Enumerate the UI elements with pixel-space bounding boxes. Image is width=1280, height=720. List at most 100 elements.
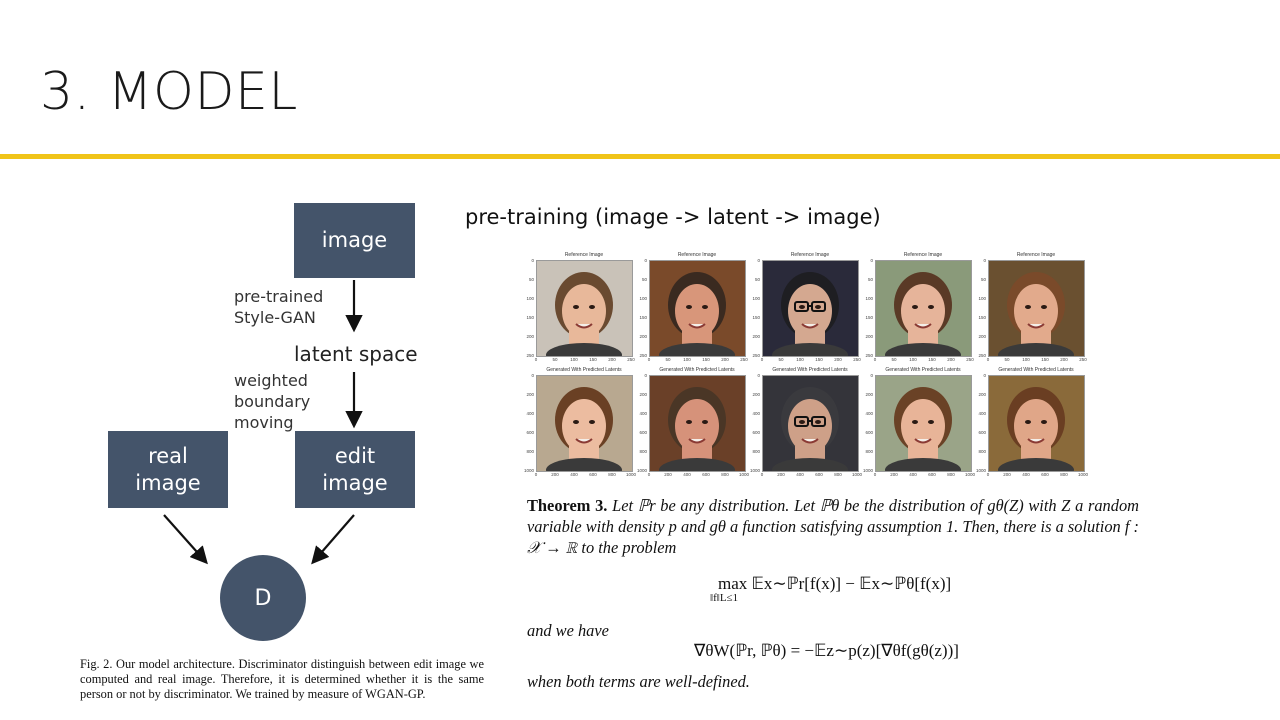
figure-caption: Fig. 2. Our model architecture. Discrimi… (80, 657, 484, 701)
reference-face-caption: Reference Image (790, 252, 830, 258)
real-image-node-label: real image (135, 443, 201, 495)
face-head (562, 284, 606, 338)
x-tick-label: 150 (702, 357, 710, 362)
theorem-block: Theorem 3. Let ℙr be any distribution. L… (527, 495, 1139, 558)
y-tick-label: 400 (978, 411, 986, 416)
slide-title: 3. MODEL (40, 62, 298, 122)
face-left-eye (686, 305, 692, 309)
y-tick-label: 200 (752, 334, 760, 339)
face-right-eye (702, 420, 708, 424)
face-left-eye (1025, 305, 1031, 309)
equation-gradient: ∇θW(ℙr, ℙθ) = −𝔼z∼p(z)[∇θf(gθ(z))] (694, 641, 959, 660)
x-tick-label: 400 (1022, 472, 1030, 477)
y-tick-label: 200 (978, 334, 986, 339)
face-mouth (1027, 438, 1045, 444)
face-mouth (575, 438, 593, 444)
y-tick-label: 600 (978, 430, 986, 435)
real-image-node: real image (108, 431, 228, 508)
discriminator-node-label: D (254, 585, 272, 611)
x-tick-label: 600 (589, 472, 597, 477)
y-tick-label: 800 (639, 449, 647, 454)
x-tick-label: 0 (647, 472, 651, 477)
equation-max-constraint: ‖f‖L≤1 (710, 592, 739, 604)
y-tick-label: 600 (865, 430, 873, 435)
and-we-have-text: and we have (527, 621, 609, 640)
face-shoulders (998, 458, 1074, 471)
y-tick-label: 0 (983, 373, 986, 378)
y-tick-label: 0 (531, 373, 534, 378)
reference-face-caption: Reference Image (1016, 252, 1056, 258)
face-head (901, 399, 945, 453)
face-mouth (914, 438, 932, 444)
x-tick-label: 600 (1041, 472, 1049, 477)
x-tick-label: 200 (664, 472, 672, 477)
face-right-eye (589, 305, 595, 309)
y-tick-label: 200 (865, 392, 873, 397)
x-tick-label: 150 (815, 357, 823, 362)
x-tick-label: 150 (589, 357, 597, 362)
x-tick-label: 250 (740, 357, 748, 362)
y-tick-label: 0 (644, 373, 647, 378)
y-tick-label: 100 (639, 296, 647, 301)
face-shoulders (772, 343, 848, 356)
y-tick-label: 250 (526, 353, 534, 358)
face-mouth (1027, 323, 1045, 329)
y-tick-label: 800 (865, 449, 873, 454)
x-tick-label: 0 (986, 357, 990, 362)
face-shoulders (998, 343, 1074, 356)
face-head (675, 284, 719, 338)
x-tick-label: 0 (534, 472, 538, 477)
y-tick-label: 1000 (862, 468, 873, 473)
latent-space-label: latent space (294, 342, 418, 366)
x-tick-label: 250 (853, 357, 861, 362)
y-tick-label: 150 (639, 315, 647, 320)
face-left-eye (1025, 420, 1031, 424)
y-tick-label: 250 (978, 353, 986, 358)
face-shoulders (546, 458, 622, 471)
y-tick-label: 150 (865, 315, 873, 320)
x-tick-label: 100 (683, 357, 691, 362)
x-tick-label: 400 (796, 472, 804, 477)
image-node-label: image (321, 228, 388, 252)
discriminator-node: D (220, 555, 306, 641)
x-tick-label: 1000 (851, 472, 862, 477)
x-tick-label: 1000 (1077, 472, 1088, 477)
face-head (1014, 399, 1058, 453)
generated-face-caption: Generated With Predicted Latents (659, 367, 735, 373)
y-tick-label: 200 (752, 392, 760, 397)
x-tick-label: 200 (608, 357, 616, 362)
x-tick-label: 50 (665, 357, 671, 362)
x-tick-label: 800 (947, 472, 955, 477)
face-left-eye (912, 305, 918, 309)
y-tick-label: 0 (983, 258, 986, 263)
arrow-edit-to-d (311, 514, 355, 565)
x-tick-label: 150 (928, 357, 936, 362)
x-tick-label: 50 (891, 357, 897, 362)
y-tick-label: 1000 (523, 468, 534, 473)
y-tick-label: 800 (978, 449, 986, 454)
face-mouth (575, 323, 593, 329)
face-head (1014, 284, 1058, 338)
x-tick-label: 200 (551, 472, 559, 477)
generated-face-caption: Generated With Predicted Latents (998, 367, 1074, 373)
x-tick-label: 50 (552, 357, 558, 362)
y-tick-label: 50 (980, 277, 986, 282)
face-right-eye (815, 420, 821, 424)
face-shoulders (885, 458, 961, 471)
y-tick-label: 600 (752, 430, 760, 435)
face-right-eye (702, 305, 708, 309)
face-shoulders (546, 343, 622, 356)
x-tick-label: 800 (721, 472, 729, 477)
x-tick-label: 200 (834, 357, 842, 362)
x-tick-label: 200 (721, 357, 729, 362)
face-mouth (801, 438, 819, 444)
reference-face-image (875, 260, 972, 357)
x-tick-label: 600 (928, 472, 936, 477)
x-tick-label: 1000 (625, 472, 636, 477)
y-tick-label: 200 (865, 334, 873, 339)
